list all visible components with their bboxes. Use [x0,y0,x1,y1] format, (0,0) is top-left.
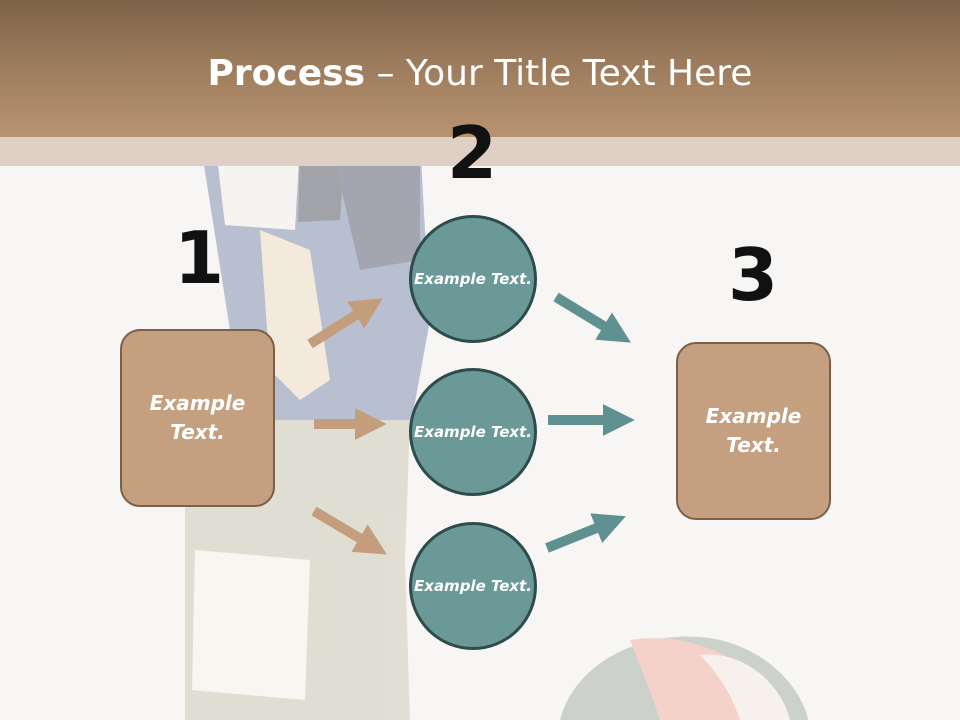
circle-bottom: Example Text. [409,522,537,650]
step-number-2: 2 [446,111,498,195]
step-number-1: 1 [173,216,225,300]
left-process-box: Example Text. [120,329,275,507]
circle-middle: Example Text. [409,368,537,496]
right-process-box: Example Text. [676,342,831,520]
title-bold: Process [207,53,366,94]
slide-title: Process – Your Title Text Here [0,52,960,96]
arrow-box-to-circle-top [307,298,383,349]
circle-top: Example Text. [409,215,537,343]
circle-middle-text: Example Text. [414,422,532,441]
left-box-text: Example Text. [149,391,246,444]
right-box-text: Example Text. [705,404,802,457]
arrow-circle-bottom-to-box [545,513,626,553]
title-underline-band [0,137,960,166]
circle-bottom-text: Example Text. [414,576,532,595]
title-bar [0,0,960,137]
circle-top-text: Example Text. [414,269,532,288]
step-number-3: 3 [727,233,779,317]
arrow-circle-top-to-box [553,292,631,343]
title-rest: – Your Title Text Here [365,53,753,94]
arrow-box-to-circle-bottom [311,506,387,555]
